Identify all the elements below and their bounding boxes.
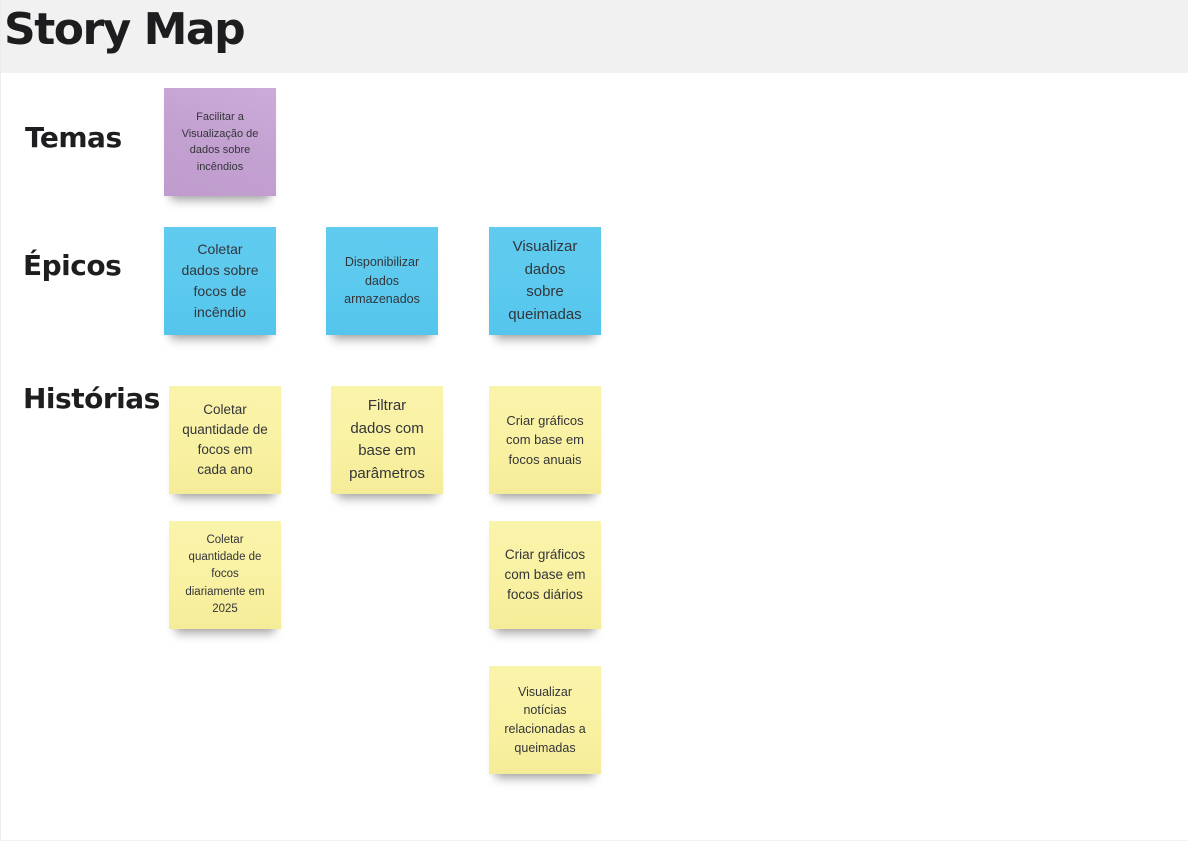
sticky-note-text: Filtrar dados com base em parâmetros [349,397,425,482]
sticky-note-text: Coletar quantidade de focos diariamente … [185,533,265,615]
sticky-note-story[interactable]: Criar gráficos com base em focos anuais [489,386,601,494]
sticky-note-text: Coletar dados sobre focos de incêndio [181,241,259,320]
sticky-note-epic[interactable]: Visualizar dados sobre queimadas [489,227,601,335]
row-label-temas: Temas [25,121,122,154]
sticky-note-text: Facilitar a Visualização de dados sobre … [181,111,259,173]
sticky-note-text: Visualizar dados sobre queimadas [508,238,582,323]
board-title: Story Map [4,4,246,55]
sticky-note-epic[interactable]: Coletar dados sobre focos de incêndio [164,227,276,335]
board-header: Story Map [1,0,1188,73]
sticky-note-theme[interactable]: Facilitar a Visualização de dados sobre … [164,88,276,196]
sticky-note-text: Visualizar notícias relacionadas a queim… [504,684,586,755]
sticky-note-text: Disponibilizar dados armazenados [344,254,420,307]
sticky-note-story[interactable]: Visualizar notícias relacionadas a queim… [489,666,601,774]
row-label-historias: Histórias [23,382,160,415]
sticky-note-text: Criar gráficos com base em focos anuais [505,412,585,467]
sticky-note-story[interactable]: Coletar quantidade de focos diariamente … [169,521,281,629]
sticky-note-text: Coletar quantidade de focos em cada ano [182,401,268,478]
sticky-note-story[interactable]: Coletar quantidade de focos em cada ano [169,386,281,494]
sticky-note-epic[interactable]: Disponibilizar dados armazenados [326,227,438,335]
sticky-note-text: Criar gráficos com base em focos diários [504,546,586,603]
sticky-note-story[interactable]: Filtrar dados com base em parâmetros [331,386,443,494]
row-label-epicos: Épicos [23,249,122,282]
sticky-note-story[interactable]: Criar gráficos com base em focos diários [489,521,601,629]
